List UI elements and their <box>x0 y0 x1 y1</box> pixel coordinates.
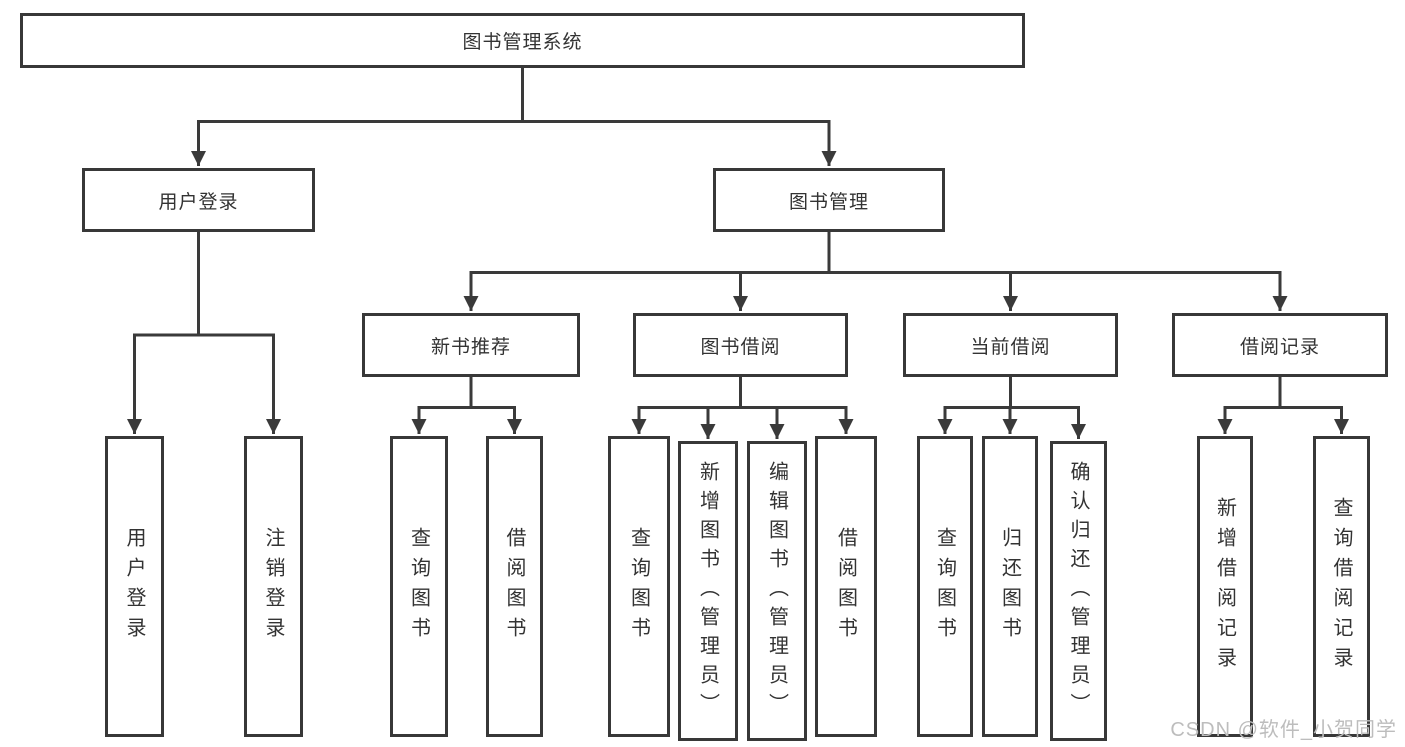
node-label: 查询图书 <box>933 526 956 647</box>
leaf-add-borrow-record: 新增借阅记录 <box>1197 436 1253 737</box>
leaf-logout: 注销登录 <box>244 436 303 737</box>
node-label: 图书借阅 <box>700 336 781 358</box>
node-borrowing-records: 借阅记录 <box>1172 313 1388 377</box>
leaf-add-books-admin: 新增图书（管理员） <box>678 441 738 741</box>
node-label: 新书推荐 <box>430 336 511 358</box>
node-label: 归还图书 <box>998 526 1021 647</box>
node-label: 注销登录 <box>262 526 284 647</box>
node-label: 借阅记录 <box>1239 336 1320 358</box>
leaf-query-books: 查询图书 <box>608 436 670 737</box>
node-label: 图书管理系统 <box>462 32 583 53</box>
node-book-borrowing: 图书借阅 <box>633 313 848 377</box>
leaf-user-login: 用户登录 <box>105 436 164 737</box>
leaf-query-books: 查询图书 <box>390 436 448 737</box>
node-user-login: 用户登录 <box>82 168 315 232</box>
node-label: 查询图书 <box>407 526 430 647</box>
node-label: 查询图书 <box>627 526 650 647</box>
leaf-return-books: 归还图书 <box>982 436 1038 737</box>
leaf-confirm-return-admin: 确认归还（管理员） <box>1050 441 1107 741</box>
node-label: 用户登录 <box>158 191 239 213</box>
node-new-book-recommendation: 新书推荐 <box>362 313 580 377</box>
node-label: 当前借阅 <box>970 336 1051 358</box>
node-label: 确认归还（管理员） <box>1067 460 1089 722</box>
node-label: 用户登录 <box>123 526 145 647</box>
leaf-borrow-books: 借阅图书 <box>815 436 877 737</box>
node-label: 借阅图书 <box>503 526 525 647</box>
csdn-watermark: CSDN @软件_小贺同学 <box>1170 719 1397 741</box>
node-label: 图书管理 <box>788 191 869 213</box>
leaf-query-borrow-record: 查询借阅记录 <box>1313 436 1370 737</box>
node-label: 查询借阅记录 <box>1330 496 1352 677</box>
node-label: 编辑图书（管理员） <box>765 460 788 722</box>
node-current-borrowing: 当前借阅 <box>903 313 1118 377</box>
node-label: 新增借阅记录 <box>1213 496 1236 677</box>
leaf-edit-books-admin: 编辑图书（管理员） <box>747 441 807 741</box>
leaf-query-books: 查询图书 <box>917 436 973 737</box>
node-label: 借阅图书 <box>834 526 857 647</box>
node-label: 新增图书（管理员） <box>696 460 719 722</box>
node-book-management: 图书管理 <box>713 168 945 232</box>
node-library-management-system: 图书管理系统 <box>20 13 1025 68</box>
leaf-borrow-books: 借阅图书 <box>486 436 543 737</box>
